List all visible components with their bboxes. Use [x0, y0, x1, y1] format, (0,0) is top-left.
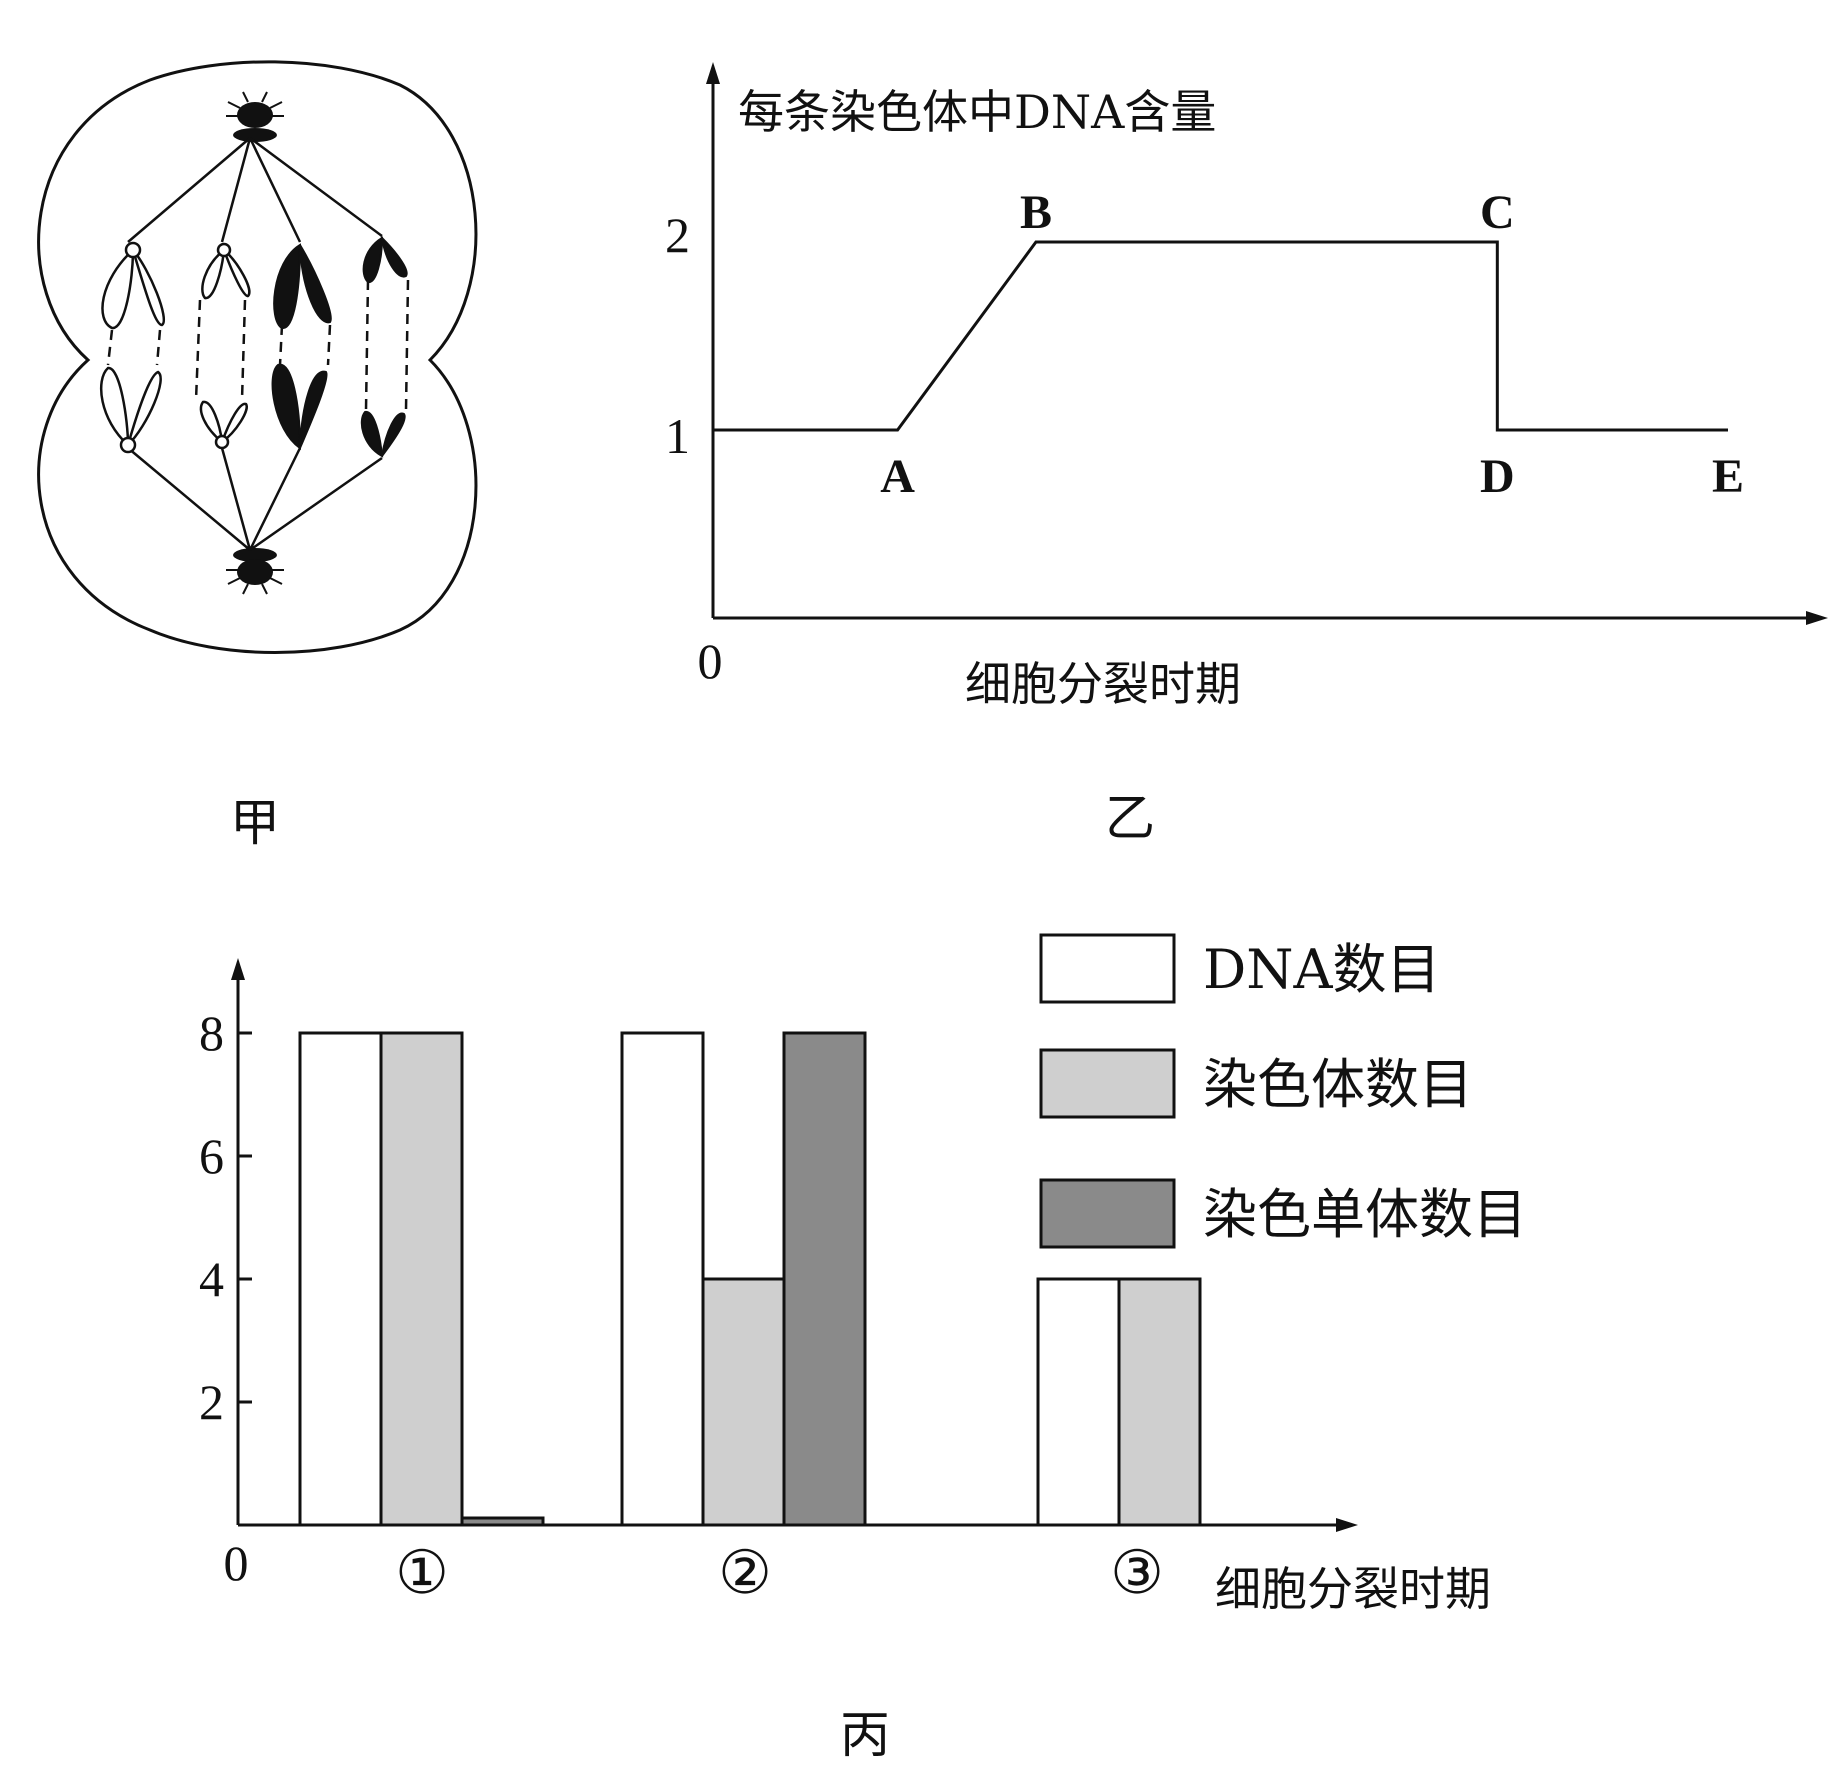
bar-1-1 — [298, 1031, 383, 1527]
bar-3-2 — [1117, 1277, 1202, 1527]
y-tick-label: 2 — [665, 207, 690, 263]
legend-swatch — [1039, 1048, 1176, 1119]
legend-swatch — [1039, 933, 1176, 1004]
chromosomes-white — [100, 241, 251, 454]
chromosomes-black — [271, 235, 408, 458]
caption-yi: 乙 — [1105, 789, 1155, 847]
bar-2-1 — [620, 1031, 705, 1527]
legend-swatch — [1039, 1178, 1176, 1249]
origin-label: 0 — [224, 1535, 249, 1591]
x-axis-arrow-icon — [1806, 611, 1828, 625]
y-tick-label: 4 — [199, 1251, 224, 1307]
y-tick-label: 1 — [665, 408, 690, 464]
y-axis-label: 每条染色体中DNA含量 — [738, 85, 1216, 139]
point-label-b: B — [1020, 186, 1052, 239]
legend-label: 染色单体数目 — [1203, 1183, 1527, 1246]
bar-3-1 — [1036, 1277, 1121, 1527]
spindle-fibers — [127, 136, 383, 552]
line-chart: 每条染色体中DNA含量 细胞分裂时期 0 1 2 A B C D E — [665, 62, 1828, 711]
point-label-e: E — [1712, 450, 1744, 503]
centrosome-top-icon — [226, 91, 284, 142]
caption-bing: 丙 — [840, 1706, 890, 1764]
point-label-c: C — [1480, 186, 1515, 239]
cell-diagram — [37, 60, 478, 654]
bar-1-2 — [379, 1031, 464, 1527]
y-tick-label: 2 — [199, 1374, 224, 1430]
bar-1-3 — [460, 1516, 545, 1527]
point-label-d: D — [1480, 450, 1515, 503]
centrosome-bottom-icon — [226, 548, 284, 595]
category-label: ③ — [1110, 1538, 1164, 1608]
x-axis-label: 细胞分裂时期 — [965, 657, 1241, 711]
y-tick-label: 6 — [199, 1128, 224, 1184]
x-axis-arrow-icon — [1336, 1518, 1358, 1532]
bar-2-2 — [701, 1277, 786, 1527]
point-label-a: A — [880, 450, 915, 503]
y-axis-arrow-icon — [231, 958, 245, 980]
legend-label: 染色体数目 — [1203, 1053, 1473, 1116]
sister-connectors — [106, 279, 410, 411]
series-line — [713, 240, 1728, 432]
y-tick-label: 8 — [199, 1005, 224, 1061]
bar-2-3 — [782, 1031, 867, 1527]
x-axis-label: 细胞分裂时期 — [1215, 1562, 1491, 1616]
y-axis-arrow-icon — [706, 62, 720, 84]
origin-label: 0 — [698, 633, 723, 689]
category-label: ① — [395, 1538, 449, 1608]
legend-label: DNA数目 — [1203, 938, 1441, 1001]
category-label: ② — [718, 1538, 772, 1608]
caption-jia: 甲 — [230, 794, 280, 852]
cell-membrane — [37, 60, 478, 654]
